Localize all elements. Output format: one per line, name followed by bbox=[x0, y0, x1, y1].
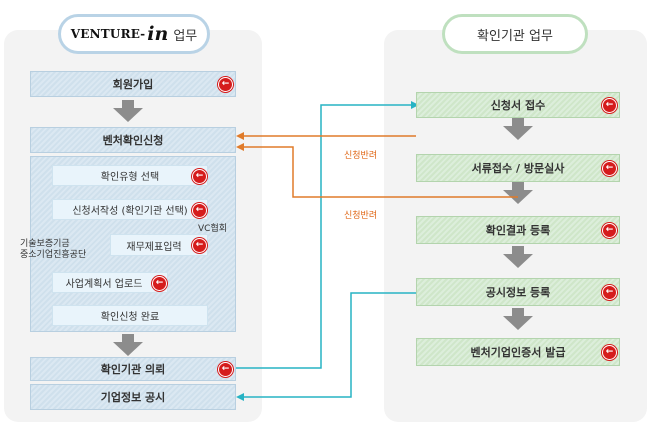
action-button-icon[interactable]: ← bbox=[602, 98, 617, 113]
step-publish-label: 기업정보 공시 bbox=[100, 391, 166, 404]
sub-write-app-label: 신청서작성 (확인기관 선택) bbox=[72, 206, 188, 217]
brand-prefix: VENTURE bbox=[70, 27, 141, 41]
action-button-icon[interactable]: ← bbox=[602, 161, 617, 176]
request-to-receive-line bbox=[236, 104, 411, 369]
brand-dash: - bbox=[140, 27, 146, 41]
action-button-icon[interactable]: ← bbox=[192, 169, 207, 184]
sub-select-type[interactable]: 확인유형 선택 bbox=[52, 165, 208, 186]
disclose-to-publish-line bbox=[244, 292, 416, 398]
step-join[interactable]: 회원가입 bbox=[30, 71, 236, 97]
step-join-label: 회원가입 bbox=[112, 78, 154, 91]
sub-financial[interactable]: 재무제표입력 bbox=[110, 234, 208, 256]
step-register[interactable]: 확인결과 등록 bbox=[416, 216, 620, 244]
note-kibo: 기술보증기금 bbox=[20, 239, 70, 249]
venture-in-header: VENTURE - in 업무 bbox=[58, 14, 210, 54]
return-line-2 bbox=[244, 146, 518, 198]
sub-upload-plan[interactable]: 사업계획서 업로드 bbox=[52, 272, 168, 293]
action-button-icon[interactable]: ← bbox=[602, 285, 617, 300]
action-button-icon[interactable]: ← bbox=[152, 276, 167, 291]
down-arrow bbox=[503, 246, 533, 268]
sub-select-type-label: 확인유형 선택 bbox=[100, 172, 160, 183]
down-arrow bbox=[113, 100, 143, 122]
action-button-icon[interactable]: ← bbox=[192, 238, 207, 253]
step-receive-label: 신청서 접수 bbox=[490, 99, 546, 112]
disclose-to-publish-head bbox=[236, 393, 244, 401]
down-arrow bbox=[503, 308, 533, 330]
step-disclose-label: 공시정보 등록 bbox=[485, 286, 551, 299]
brand-in: in bbox=[147, 23, 169, 45]
step-review[interactable]: 서류접수 / 방문실사 bbox=[416, 154, 620, 182]
sub-upload-plan-label: 사업계획서 업로드 bbox=[65, 279, 143, 290]
action-button-icon[interactable]: ← bbox=[192, 203, 207, 218]
return-label-1: 신청반려 bbox=[344, 151, 378, 161]
agency-header: 확인기관 업무 bbox=[442, 14, 588, 54]
step-disclose[interactable]: 공시정보 등록 bbox=[416, 278, 620, 306]
step-request[interactable]: 확인기관 의뢰 bbox=[30, 357, 236, 381]
step-apply-label: 벤처확인신청 bbox=[102, 134, 164, 147]
step-apply[interactable]: 벤처확인신청 bbox=[30, 127, 236, 153]
sub-complete-label: 확인신청 완료 bbox=[100, 312, 160, 323]
note-sbc: 중소기업진흥공단 bbox=[20, 250, 87, 260]
step-receive[interactable]: 신청서 접수 bbox=[416, 92, 620, 118]
step-publish[interactable]: 기업정보 공시 bbox=[30, 384, 236, 410]
step-request-label: 확인기관 의뢰 bbox=[100, 363, 166, 376]
down-arrow bbox=[113, 334, 143, 356]
sub-write-app[interactable]: 신청서작성 (확인기관 선택) bbox=[52, 199, 208, 220]
sub-financial-label: 재무제표입력 bbox=[126, 241, 182, 253]
return-label-2: 신청반려 bbox=[344, 211, 378, 221]
note-vc: VC협회 bbox=[198, 224, 228, 234]
step-register-label: 확인결과 등록 bbox=[485, 224, 551, 237]
down-arrow bbox=[503, 182, 533, 204]
action-button-icon[interactable]: ← bbox=[218, 362, 233, 377]
step-review-label: 서류접수 / 방문실사 bbox=[471, 162, 565, 175]
agency-header-label: 확인기관 업무 bbox=[477, 28, 553, 44]
action-button-icon[interactable]: ← bbox=[602, 223, 617, 238]
request-to-receive-head bbox=[411, 101, 419, 109]
brand-suffix: 업무 bbox=[173, 28, 198, 44]
step-issue[interactable]: 벤처기업인증서 발급 bbox=[416, 338, 620, 366]
return-head-1 bbox=[236, 132, 244, 140]
action-button-icon[interactable]: ← bbox=[602, 345, 617, 360]
return-head-2 bbox=[236, 143, 244, 151]
down-arrow bbox=[503, 118, 533, 140]
action-button-icon[interactable]: ← bbox=[218, 77, 233, 92]
step-issue-label: 벤처기업인증서 발급 bbox=[470, 346, 566, 359]
sub-complete[interactable]: 확인신청 완료 bbox=[52, 305, 208, 326]
